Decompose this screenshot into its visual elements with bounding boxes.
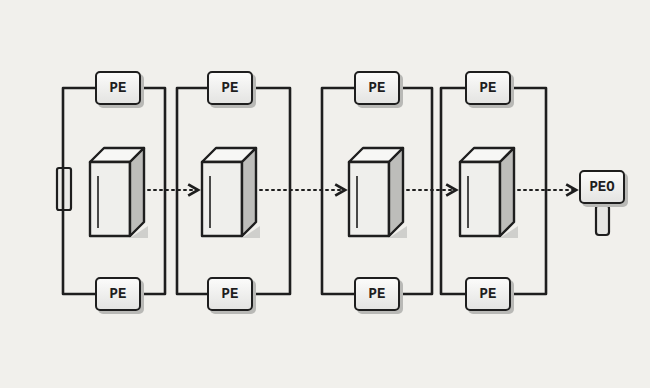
pe-box: PE: [207, 71, 253, 105]
box-label: PE: [110, 81, 127, 95]
box-label: PE: [222, 287, 239, 301]
flow-arrow: [260, 189, 345, 191]
bracket-connector: [63, 88, 95, 294]
bracket-connector: [141, 88, 165, 294]
block-illustration: [349, 148, 407, 238]
bracket-connector: [511, 88, 546, 294]
pe-box: PE: [354, 277, 400, 311]
block-illustration: [460, 148, 518, 238]
box-label: PE: [222, 81, 239, 95]
pe-box: PE: [465, 277, 511, 311]
box-label: PE: [369, 81, 386, 95]
block-illustration: [90, 148, 148, 238]
bracket-connector: [177, 88, 207, 294]
pe-box: PE: [354, 71, 400, 105]
bracket-connector: [322, 88, 354, 294]
bracket-connector: [253, 88, 290, 294]
box-label: PE: [480, 287, 497, 301]
pe-box: PE: [207, 277, 253, 311]
box-label: PE: [110, 287, 127, 301]
output-stem: [596, 205, 609, 235]
box-label: PE: [480, 81, 497, 95]
box-label: PE: [369, 287, 386, 301]
pe-box: PE: [95, 277, 141, 311]
output-box: PEO: [579, 170, 625, 204]
block-illustration: [202, 148, 260, 238]
box-label: PEO: [589, 180, 614, 194]
flow-arrow: [148, 189, 198, 191]
pe-box: PE: [465, 71, 511, 105]
bracket-connector: [400, 88, 432, 294]
bracket-connector: [441, 88, 465, 294]
pe-box: PE: [95, 71, 141, 105]
